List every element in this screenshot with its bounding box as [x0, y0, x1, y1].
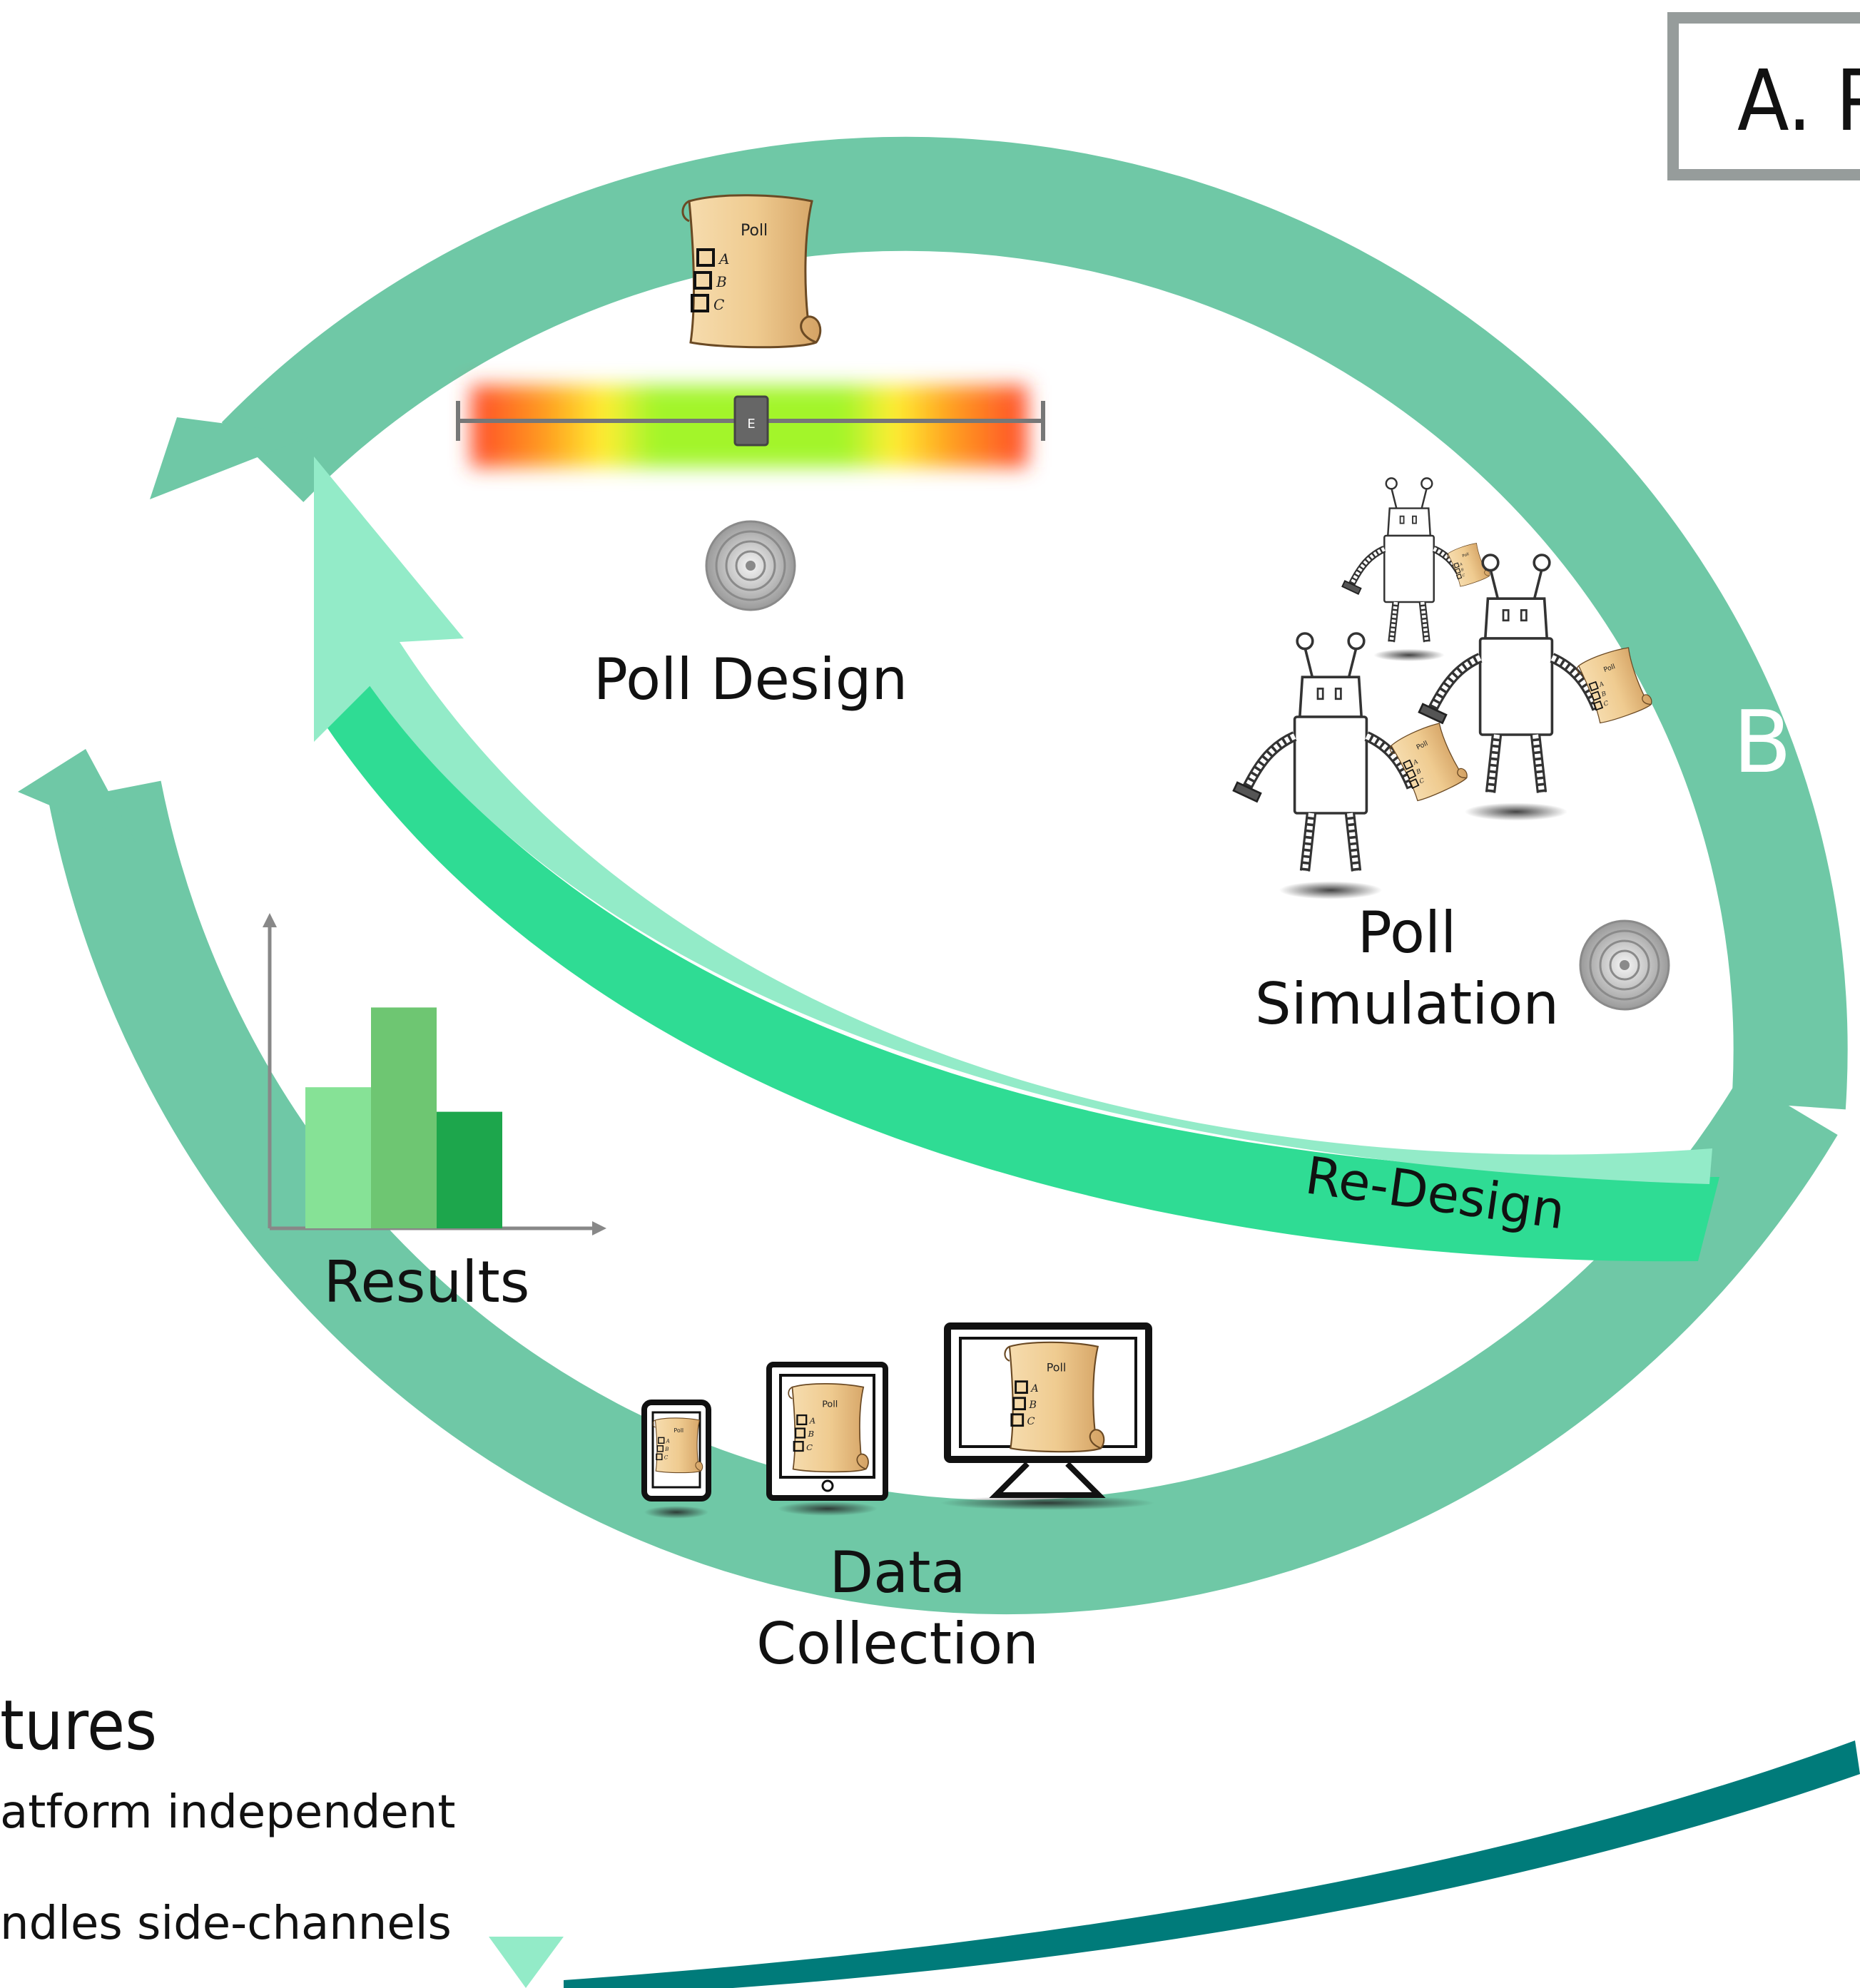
lower-cycle-arrow	[564, 1740, 1860, 1988]
slider-thumb-label: E	[747, 417, 755, 432]
poll-simulation-label-line1: Poll	[1358, 899, 1457, 966]
lower-arrow-tip	[489, 1937, 564, 1988]
poll-design-scroll-icon	[681, 193, 822, 349]
features-heading: tures	[0, 1686, 157, 1765]
poll-simulation-label-line2: Simulation	[1255, 971, 1559, 1037]
feature-item-side-channels: ndles side-channels	[0, 1897, 452, 1950]
tablet-icon	[766, 1362, 888, 1516]
robot-left	[1234, 633, 1470, 899]
arc-label-a: A	[721, 44, 780, 143]
poll-simulation-disc-icon	[1579, 919, 1670, 1011]
monitor-icon	[940, 1322, 1154, 1510]
data-collection-label-line2: Collection	[756, 1611, 1039, 1677]
results-chart	[263, 913, 606, 1235]
poll-design-label: Poll Design	[594, 646, 908, 713]
feature-item-platform: atform independent	[0, 1786, 455, 1839]
cycle-arrow	[18, 136, 1848, 1615]
results-bar-1	[305, 1087, 371, 1228]
results-label: Results	[324, 1249, 530, 1315]
corner-title-box: A. P	[1667, 12, 1860, 180]
redesign-arrow	[314, 457, 1719, 1262]
results-bar-3	[437, 1111, 502, 1228]
results-bar-2	[371, 1007, 437, 1228]
features-panel: tures atform independent ndles side-chan…	[0, 1686, 455, 1950]
data-collection-label-line1: Data	[829, 1539, 965, 1606]
poll-design-disc-icon	[705, 520, 796, 611]
slider-thumb	[733, 395, 769, 447]
arc-label-b: B	[1733, 693, 1792, 792]
phone-icon	[641, 1400, 711, 1519]
poll-design-slider: E	[456, 385, 1045, 467]
arc-label-c: C	[439, 1619, 499, 1718]
robot-small	[1342, 478, 1492, 661]
corner-title-text: A. P	[1737, 51, 1860, 150]
